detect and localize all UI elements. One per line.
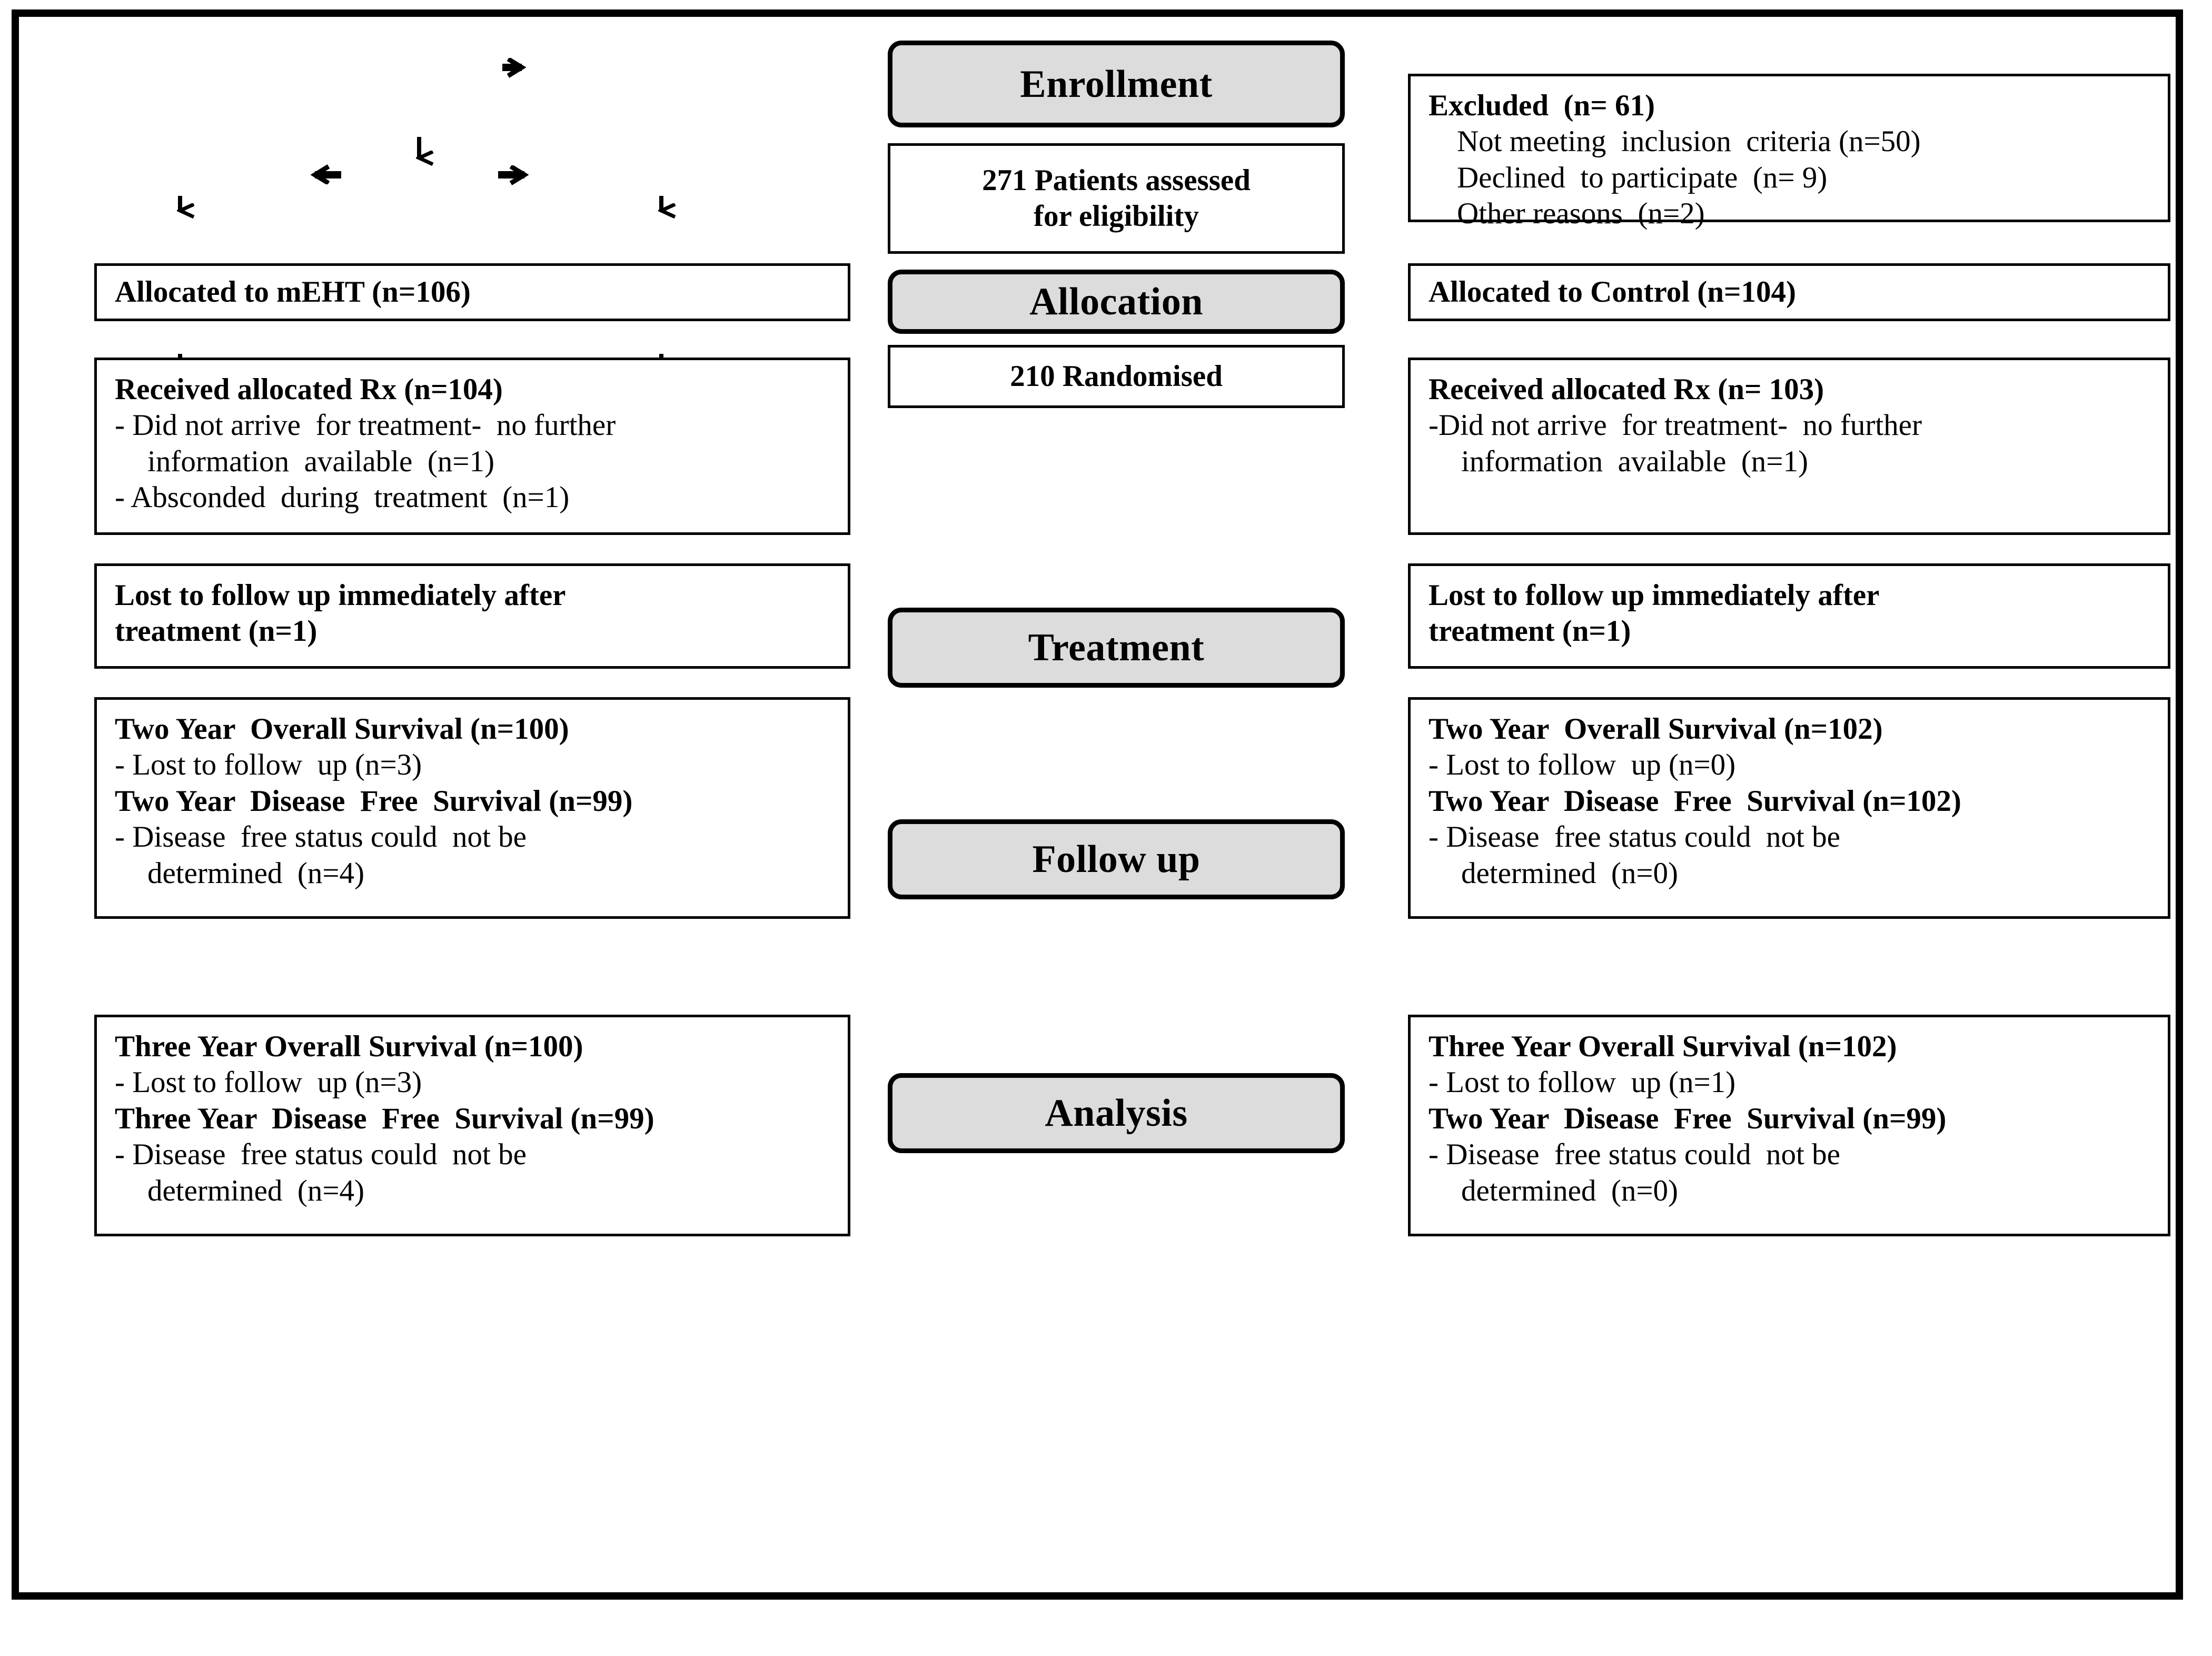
right-two-year-os-item: - Lost to follow up (n=0) (1429, 748, 1736, 782)
assessed-line-1: 271 Patients assessed (982, 163, 1251, 197)
left-two-year-dfs-item-line-1: - Disease free status could not be (115, 820, 527, 854)
left-three-year-dfs-item-line-1: - Disease free status could not be (115, 1138, 527, 1172)
left-lost-line-1: Lost to follow up immediately after (115, 579, 566, 612)
stage-allocation: Allocation (888, 270, 1345, 334)
left-two-year-os-heading: Two Year Overall Survival (n=100) (115, 712, 569, 746)
stage-treatment-label: Treatment (1028, 626, 1205, 669)
assessed-for-eligibility-box: 271 Patients assessed for eligibility (888, 143, 1345, 254)
right-three-year-analysis-box: Three Year Overall Survival (n=102) - Lo… (1408, 1015, 2170, 1236)
left-received-item-1: information available (n=1) (147, 444, 494, 478)
left-three-year-analysis-box: Three Year Overall Survival (n=100) - Lo… (94, 1015, 850, 1236)
excluded-heading: Excluded (n= 61) (1429, 89, 1655, 122)
right-lost-line-1: Lost to follow up immediately after (1429, 579, 1880, 612)
stage-enrollment: Enrollment (888, 41, 1345, 127)
excluded-item-2: Other reasons (n=2) (1457, 197, 1705, 231)
right-received-item-0: -Did not arrive for treatment- no furthe… (1429, 409, 1922, 442)
left-received-rx-box: Received allocated Rx (n=104) - Did not … (94, 358, 850, 535)
left-lost-line-2: treatment (n=1) (115, 614, 318, 648)
right-three-year-dfs-heading: Two Year Disease Free Survival (n=99) (1429, 1102, 1947, 1135)
left-three-year-os-item: - Lost to follow up (n=3) (115, 1066, 422, 1099)
right-two-year-dfs-item-line-2: determined (n=0) (1461, 856, 1678, 890)
stage-followup-label: Follow up (1032, 838, 1201, 881)
right-lost-line-2: treatment (n=1) (1429, 614, 1631, 648)
allocated-control-label: Allocated to Control (n=104) (1429, 275, 1796, 309)
right-two-year-analysis-box: Two Year Overall Survival (n=102) - Lost… (1408, 697, 2170, 919)
stage-analysis: Analysis (888, 1073, 1345, 1153)
left-received-heading: Received allocated Rx (n=104) (115, 373, 503, 406)
left-two-year-analysis-box: Two Year Overall Survival (n=100) - Lost… (94, 697, 850, 919)
stage-enrollment-label: Enrollment (1020, 62, 1213, 106)
stage-analysis-label: Analysis (1045, 1092, 1188, 1135)
excluded-item-1: Declined to participate (n= 9) (1457, 161, 1828, 194)
left-two-year-os-item: - Lost to follow up (n=3) (115, 748, 422, 782)
diagram-outer-frame: Enrollment 271 Patients assessed for eli… (12, 9, 2183, 1600)
right-two-year-os-heading: Two Year Overall Survival (n=102) (1429, 712, 1883, 746)
stage-allocation-label: Allocation (1029, 280, 1203, 323)
excluded-box: Excluded (n= 61) Not meeting inclusion c… (1408, 74, 2170, 230)
right-three-year-dfs-item-line-2: determined (n=0) (1461, 1174, 1678, 1207)
right-lost-followup-box: Lost to follow up immediately after trea… (1408, 563, 2170, 669)
right-received-item-1: information available (n=1) (1461, 444, 1808, 478)
left-two-year-dfs-item-line-2: determined (n=4) (147, 856, 364, 890)
assessed-line-2: for eligibility (1033, 200, 1199, 233)
left-three-year-dfs-heading: Three Year Disease Free Survival (n=99) (115, 1102, 654, 1135)
left-received-item-2: - Absconded during treatment (n=1) (115, 481, 570, 514)
allocated-mEHT-label: Allocated to mEHT (n=106) (115, 275, 471, 309)
allocated-control-box: Allocated to Control (n=104) (1408, 263, 2170, 321)
right-three-year-dfs-item-line-1: - Disease free status could not be (1429, 1138, 1840, 1172)
right-received-heading: Received allocated Rx (n= 103) (1429, 373, 1824, 406)
stage-treatment: Treatment (888, 608, 1345, 688)
right-two-year-dfs-heading: Two Year Disease Free Survival (n=102) (1429, 784, 1961, 818)
left-three-year-dfs-item-line-2: determined (n=4) (147, 1174, 364, 1207)
right-received-rx-box: Received allocated Rx (n= 103) -Did not … (1408, 358, 2170, 535)
left-lost-followup-box: Lost to follow up immediately after trea… (94, 563, 850, 669)
randomised-label: 210 Randomised (1010, 359, 1223, 393)
left-received-item-0: - Did not arrive for treatment- no furth… (115, 409, 616, 442)
left-three-year-os-heading: Three Year Overall Survival (n=100) (115, 1030, 583, 1063)
left-two-year-dfs-heading: Two Year Disease Free Survival (n=99) (115, 784, 633, 818)
randomised-box: 210 Randomised (888, 345, 1345, 408)
stage-followup: Follow up (888, 819, 1345, 899)
right-three-year-os-heading: Three Year Overall Survival (n=102) (1429, 1030, 1897, 1063)
right-three-year-os-item: - Lost to follow up (n=1) (1429, 1066, 1736, 1099)
allocated-mEHT-box: Allocated to mEHT (n=106) (94, 263, 850, 321)
excluded-item-0: Not meeting inclusion criteria (n=50) (1457, 125, 1921, 158)
right-two-year-dfs-item-line-1: - Disease free status could not be (1429, 820, 1840, 854)
